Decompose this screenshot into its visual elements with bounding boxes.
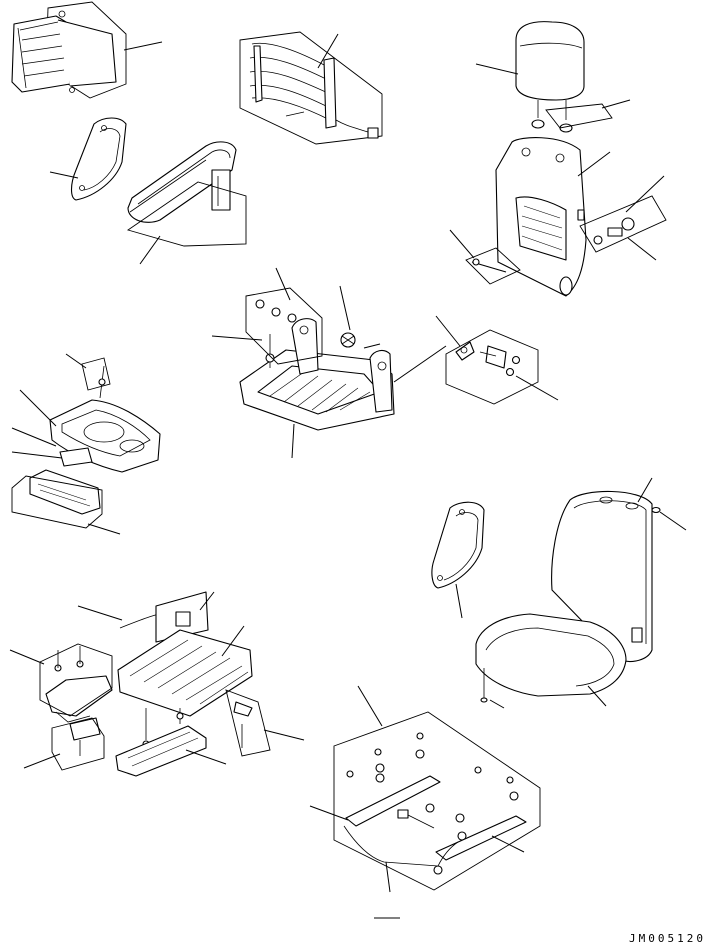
cushion-pan-group	[11, 353, 161, 535]
side-panel-group	[431, 501, 485, 619]
slide-rail-group	[309, 685, 541, 893]
recliner-hardware-group	[393, 315, 559, 405]
back-spring-group	[239, 31, 383, 145]
headrest-and-back-frame-group	[449, 21, 667, 297]
seat-frame-group	[211, 267, 395, 459]
slide-lever-and-base-group	[9, 591, 305, 777]
reference-code: JM005120	[629, 932, 706, 945]
seat-back-cover-group	[11, 1, 163, 99]
side-trim-cover	[49, 117, 127, 201]
armrest-group	[126, 141, 247, 265]
seat-cushion-assembly	[475, 477, 687, 709]
